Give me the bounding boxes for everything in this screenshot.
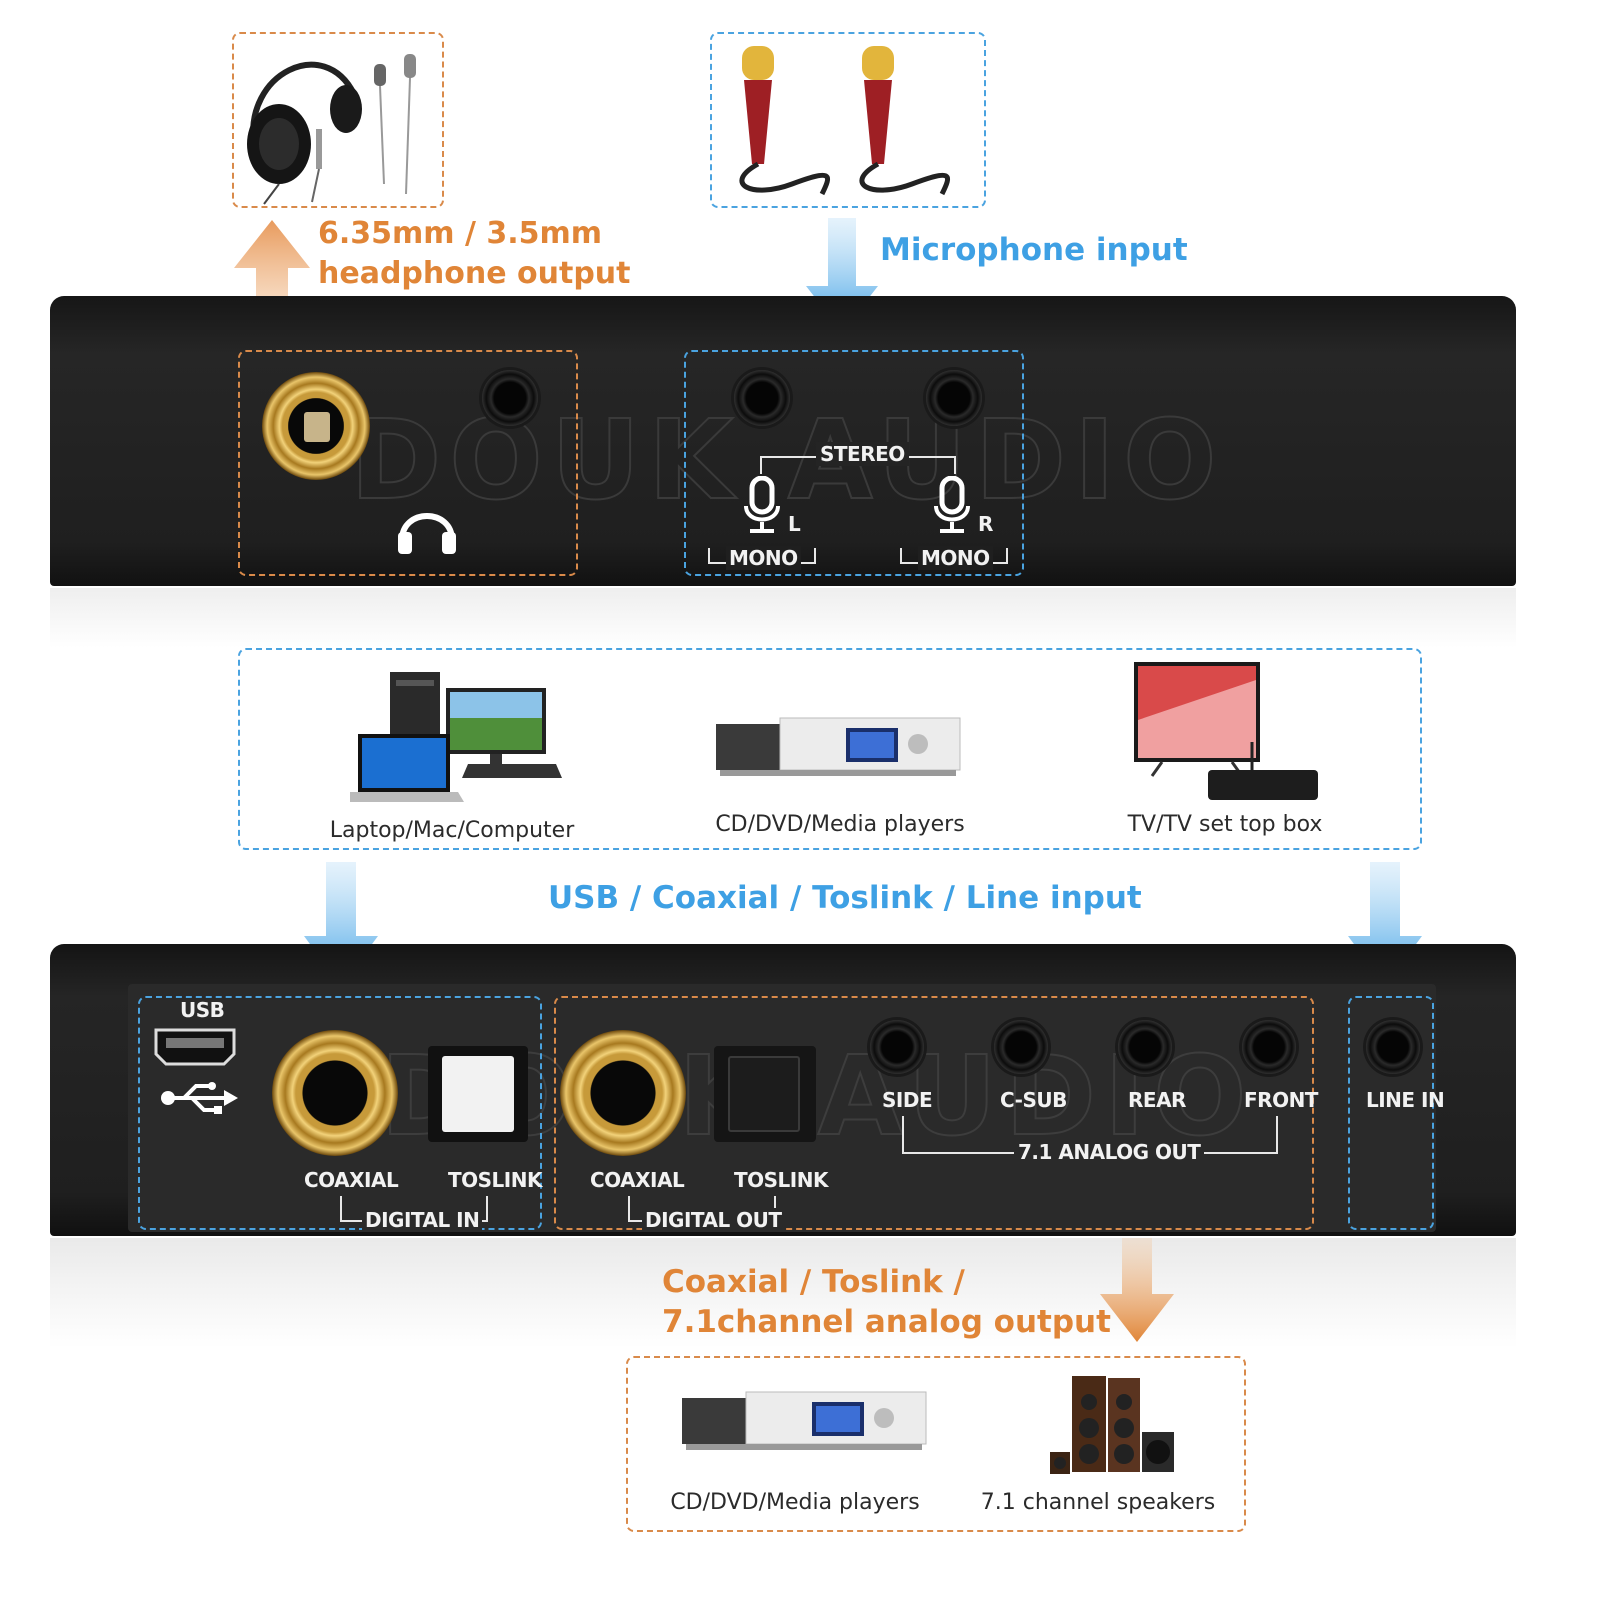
- headphone-symbol-icon: [398, 513, 456, 554]
- stereo-label: STEREO: [816, 442, 909, 466]
- headphone-output-arrow: [234, 220, 310, 340]
- mic-symbol-left-icon: [744, 476, 780, 533]
- right-channel-label: R: [978, 512, 993, 536]
- side-out-jack: [870, 1020, 924, 1074]
- computer-icon: [350, 672, 562, 802]
- output-arrow: [1100, 1238, 1174, 1342]
- headphone-3-5mm-jack: [482, 370, 538, 426]
- front-label: FRONT: [1244, 1088, 1318, 1112]
- source-label-tv: TV/TV set top box: [1127, 812, 1323, 837]
- csub-out-jack: [994, 1020, 1048, 1074]
- usb-port-icon: [154, 1028, 236, 1066]
- toslink-out-port: [714, 1046, 816, 1142]
- digital-out-label: DIGITAL OUT: [642, 1208, 785, 1232]
- coaxial-out-jack: [560, 1030, 686, 1156]
- source-label-media-player: CD/DVD/Media players: [715, 812, 965, 837]
- microphones-picture-box: [710, 32, 986, 208]
- microphone-input-label: Microphone input: [880, 232, 1188, 268]
- speakers-icon: [1050, 1376, 1174, 1474]
- front-out-jack: [1242, 1020, 1296, 1074]
- headphone-jack-plug: [304, 412, 330, 442]
- mono-left-label: MONO: [726, 546, 801, 570]
- line-in-jack: [1366, 1020, 1420, 1074]
- microphone-icon: [739, 46, 951, 196]
- source-label-computer: Laptop/Mac/Computer: [329, 818, 575, 843]
- inputs-label: USB / Coaxial / Toslink / Line input: [548, 880, 1142, 916]
- digital-in-label: DIGITAL IN: [362, 1208, 483, 1232]
- microphone-jack-area: [684, 350, 1024, 576]
- side-label: SIDE: [882, 1088, 933, 1112]
- digital-in-area: [138, 996, 542, 1230]
- outputs-area: [554, 996, 1314, 1230]
- media-player-output-icon: [682, 1391, 927, 1450]
- usb-symbol-icon: [161, 1082, 238, 1114]
- microphone-jack-right: [926, 370, 982, 426]
- mono-right-label: MONO: [918, 546, 993, 570]
- front-panel-reflection: [50, 588, 1516, 648]
- headphone-output-line1: 6.35mm / 3.5mm: [318, 216, 603, 251]
- media-player-icon: [716, 717, 961, 776]
- mic-symbol-right-icon: [934, 476, 970, 533]
- csub-label: C-SUB: [1000, 1088, 1067, 1112]
- headphone-jack-area: [238, 350, 578, 576]
- headphone-output-label: 6.35mm / 3.5mm headphone output: [318, 214, 631, 294]
- toslink-in-port: [428, 1046, 528, 1142]
- usb-label: USB: [180, 998, 225, 1022]
- headphones-picture-box: [232, 32, 444, 208]
- rear-panel-reflection: [50, 1238, 1516, 1348]
- outputs-label-line1: Coaxial / Toslink /: [662, 1264, 965, 1300]
- outputs-label: Coaxial / Toslink / 7.1channel analog ou…: [662, 1262, 1111, 1342]
- line-in-label: LINE IN: [1366, 1088, 1445, 1112]
- analog-out-label: 7.1 ANALOG OUT: [1014, 1140, 1205, 1164]
- line-in-area: [1348, 996, 1434, 1230]
- toslink-out-label: TOSLINK: [734, 1168, 828, 1192]
- headphones-icon: [247, 54, 416, 205]
- rear-out-jack: [1118, 1020, 1172, 1074]
- left-channel-label: L: [788, 512, 801, 536]
- coaxial-in-jack: [272, 1030, 398, 1156]
- coaxial-in-label: COAXIAL: [304, 1168, 399, 1192]
- toslink-in-label: TOSLINK: [448, 1168, 542, 1192]
- outputs-label-line2: 7.1channel analog output: [662, 1304, 1111, 1340]
- rear-label: REAR: [1128, 1088, 1186, 1112]
- destination-label-media-player: CD/DVD/Media players: [670, 1490, 920, 1515]
- tv-icon: [1134, 662, 1318, 800]
- microphone-jack-left: [734, 370, 790, 426]
- headphone-output-line2: headphone output: [318, 256, 631, 291]
- destination-label-speakers: 7.1 channel speakers: [980, 1490, 1216, 1515]
- coaxial-out-label: COAXIAL: [590, 1168, 685, 1192]
